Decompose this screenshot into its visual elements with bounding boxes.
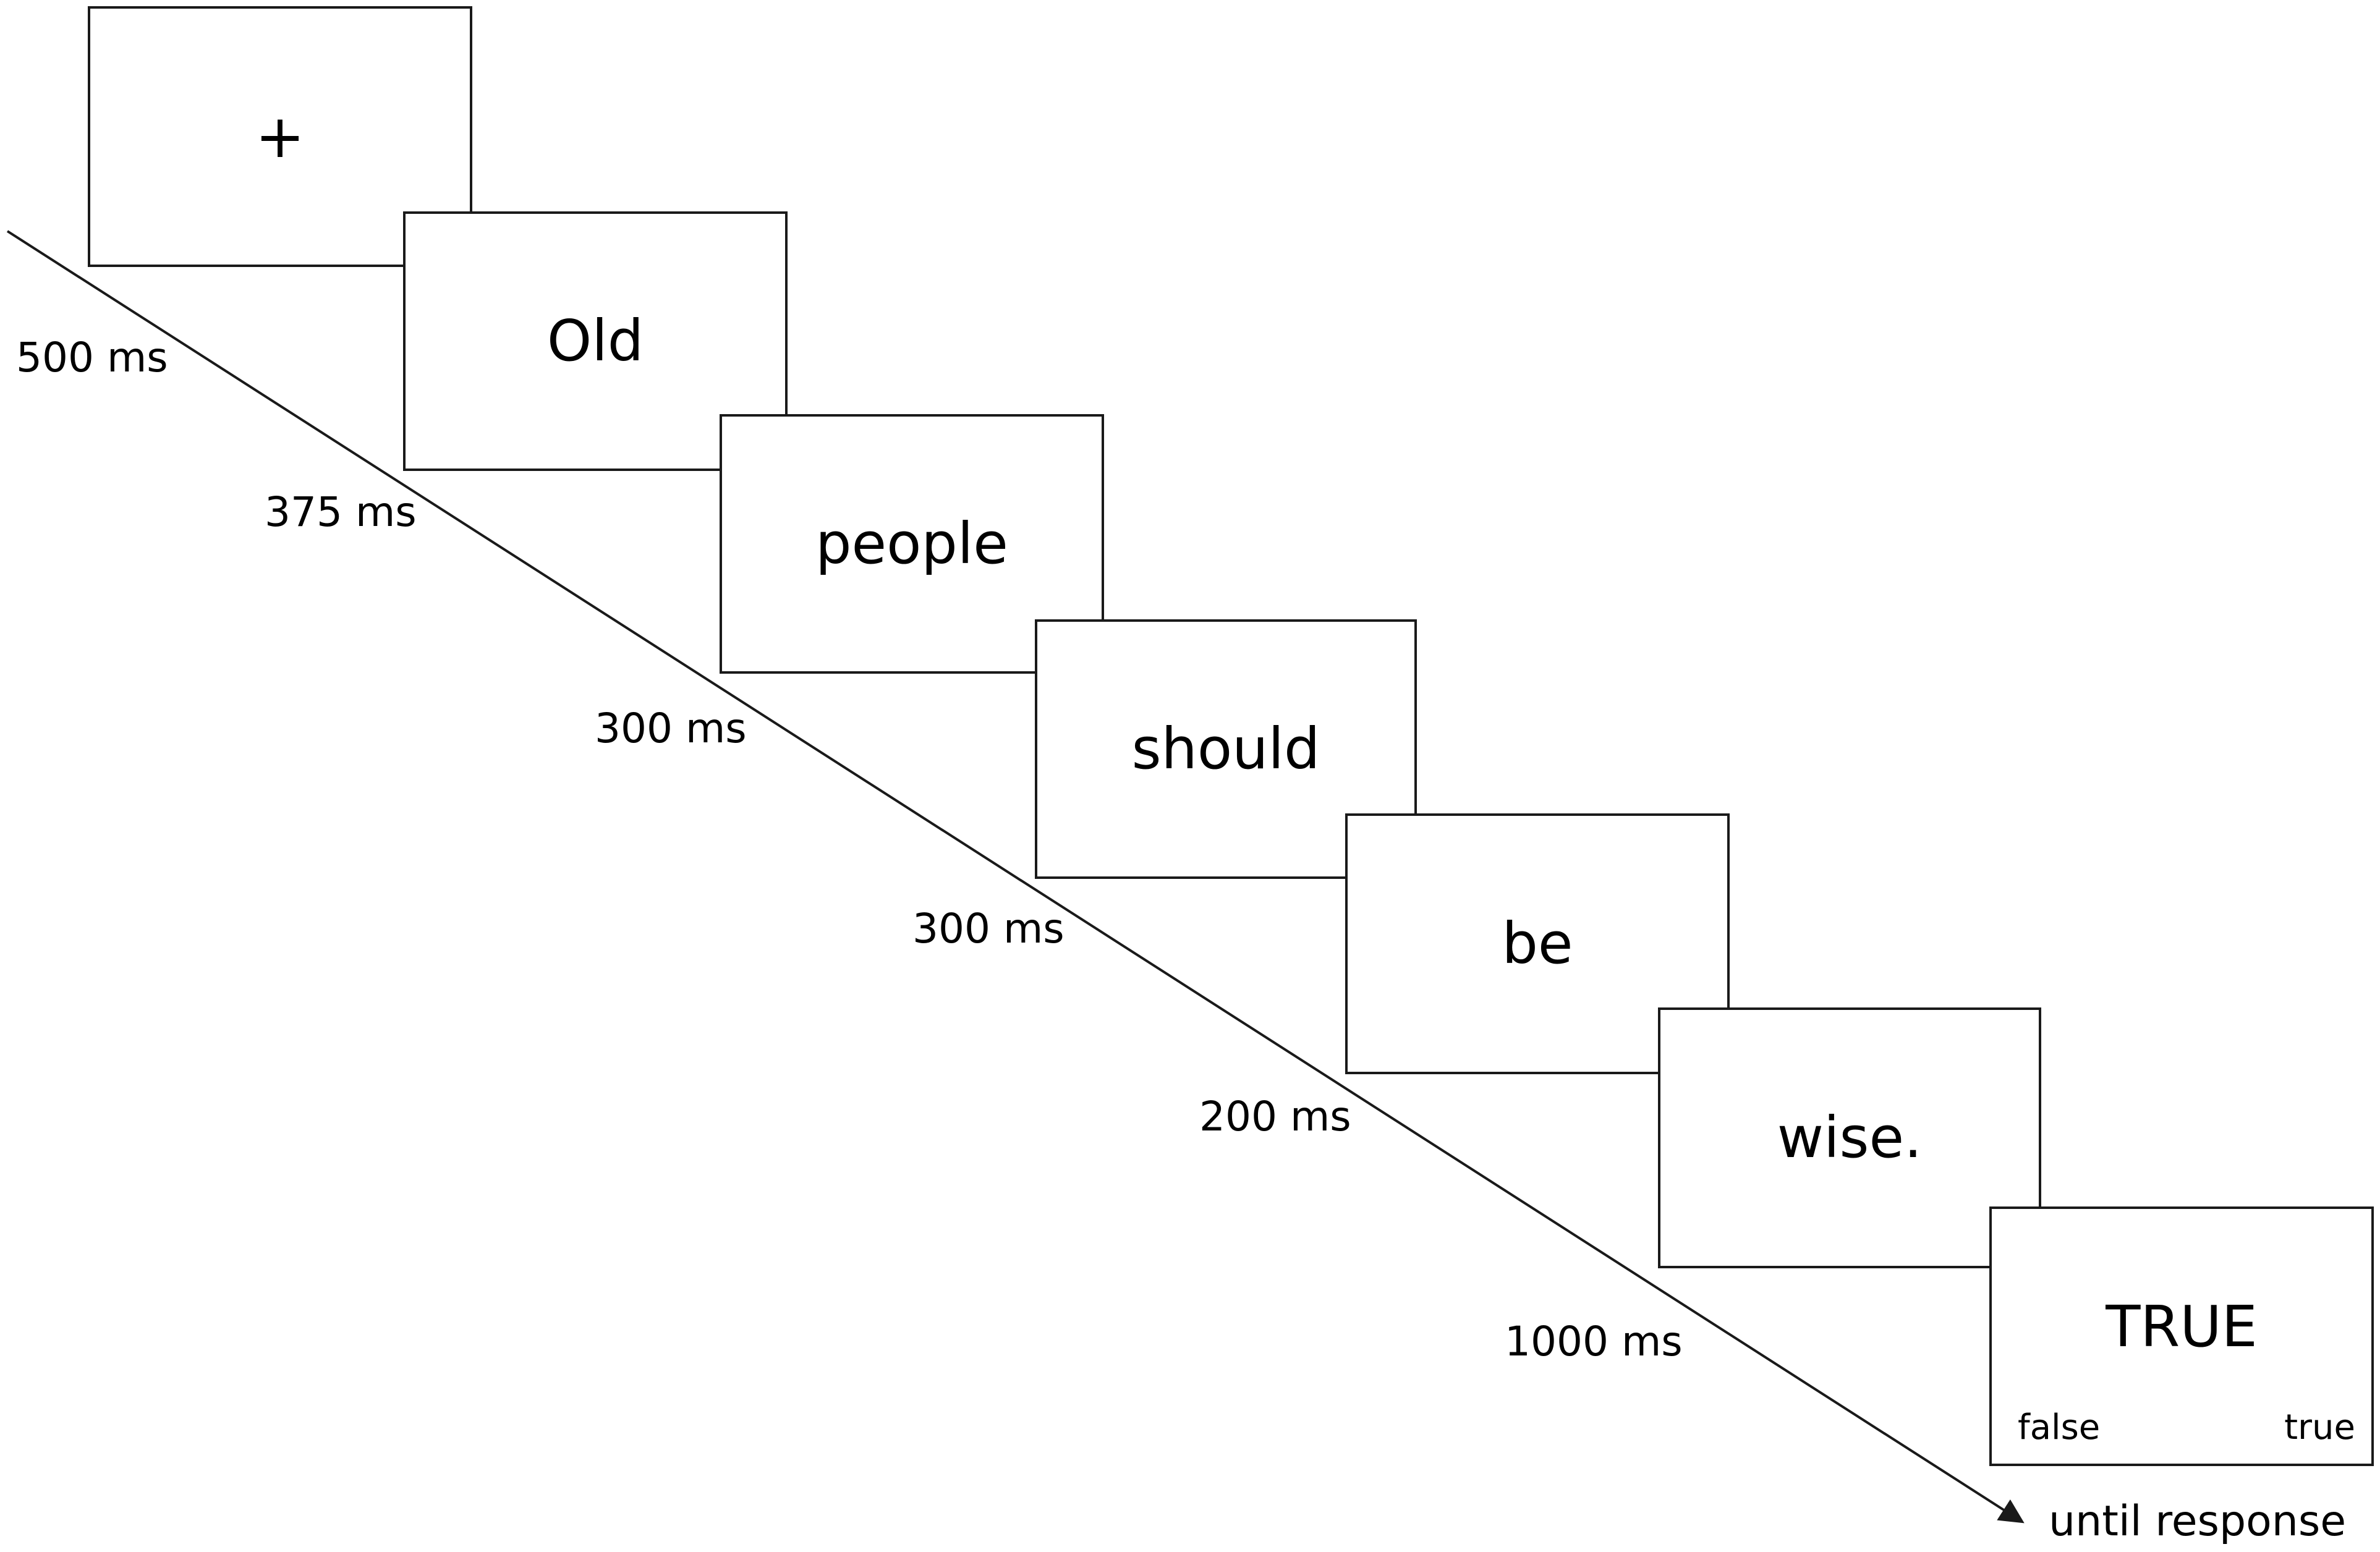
- response-key-false: false: [2018, 1407, 2101, 1448]
- duration-label: 300 ms: [595, 705, 747, 752]
- duration-label: 200 ms: [1199, 1093, 1351, 1140]
- response-prompt: TRUE: [2106, 1294, 2258, 1360]
- stimulus-word: people: [815, 511, 1008, 577]
- stimulus-word: Old: [546, 308, 644, 374]
- duration-label: 300 ms: [912, 905, 1065, 952]
- frame-response: TRUE false true: [1989, 1206, 2374, 1466]
- until-response-label: until response: [2049, 1497, 2347, 1546]
- fixation-cross: +: [255, 102, 305, 171]
- stimulus-word: be: [1502, 910, 1573, 977]
- stimulus-word: wise.: [1777, 1105, 1923, 1171]
- frame-word-5: wise.: [1658, 1007, 2041, 1268]
- frame-word-3: should: [1035, 619, 1417, 879]
- frame-word-2: people: [720, 414, 1104, 674]
- response-key-true: true: [2284, 1407, 2355, 1448]
- duration-label: 375 ms: [265, 488, 417, 536]
- stimulus-word: should: [1131, 716, 1320, 782]
- timeline-line: [6, 230, 2025, 1524]
- duration-label: 500 ms: [16, 334, 168, 381]
- duration-label: 1000 ms: [1505, 1318, 1683, 1365]
